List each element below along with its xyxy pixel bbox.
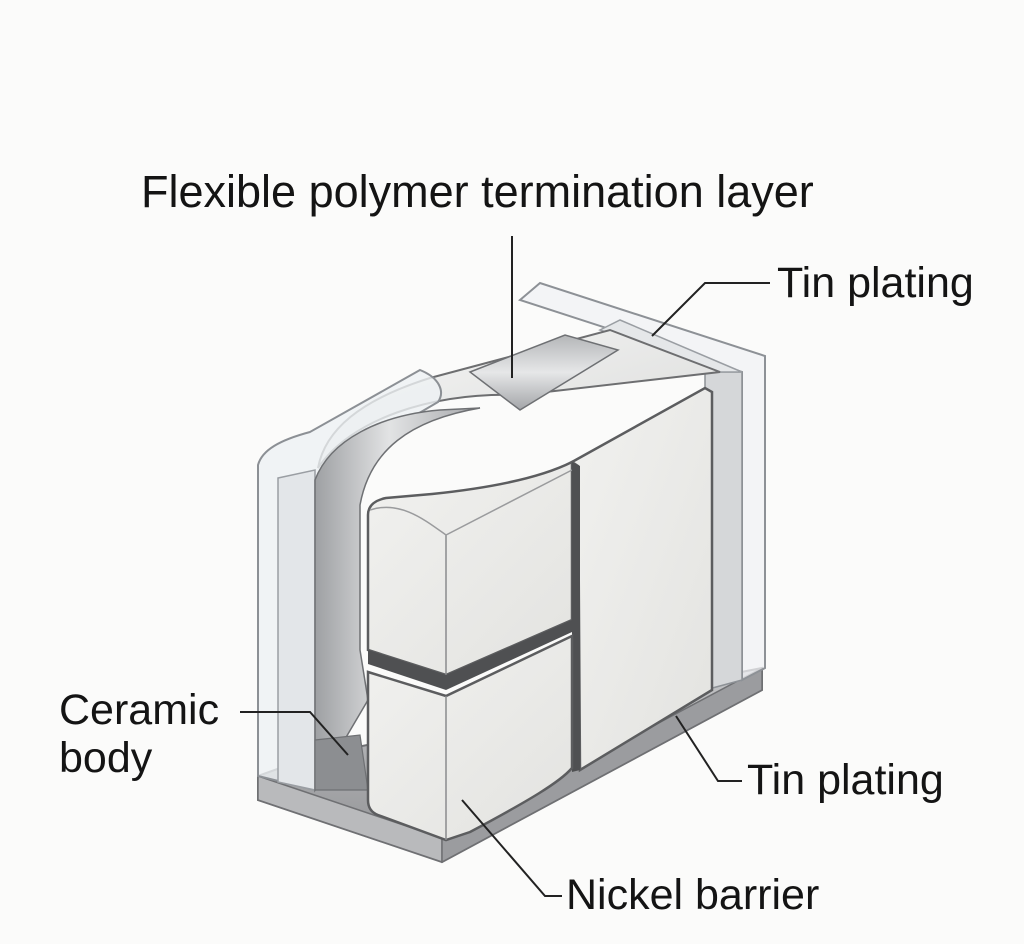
ceramic-body-label-line2: body — [59, 734, 153, 783]
ceramic-block-lower — [366, 634, 574, 842]
polymer-layer-label: Flexible polymer termination layer — [141, 166, 814, 217]
left-termination-shell — [257, 368, 442, 792]
polymer-termination-band — [468, 334, 620, 411]
leader-tin-plating-bottom — [675, 715, 742, 782]
ceramic-block-upper — [366, 459, 574, 677]
leader-nickel-barrier — [461, 799, 562, 897]
leader-tin-plating-top — [651, 282, 770, 337]
right-termination-shell — [517, 281, 766, 691]
tin-plating-bottom-label: Tin plating — [747, 756, 944, 804]
ceramic-body-label: Ceramic body — [59, 686, 219, 782]
leader-ceramic-body — [240, 711, 349, 756]
nickel-separator — [368, 462, 580, 772]
ceramic-body-label-line1: Ceramic — [59, 686, 220, 734]
leader-lines — [240, 236, 770, 897]
nickel-barrier-label: Nickel barrier — [566, 871, 820, 919]
tin-plating-top-label: Tin plating — [777, 259, 974, 307]
